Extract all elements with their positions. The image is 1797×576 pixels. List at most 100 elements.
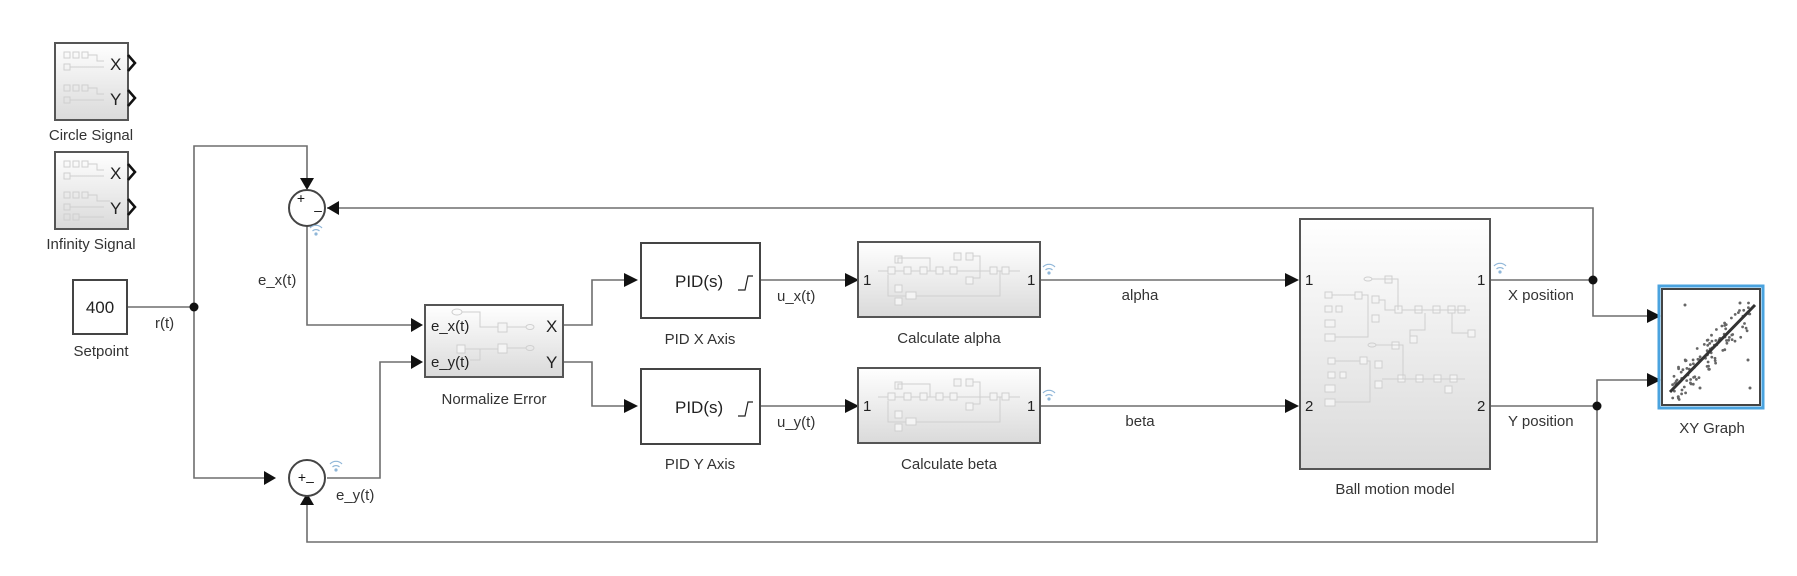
- wire-norm-x[interactable]: [563, 279, 626, 326]
- scatter-dot: [1677, 367, 1680, 371]
- scatter-dot: [1691, 382, 1695, 386]
- calculate-alpha-block[interactable]: 1 1 Calculate alpha: [857, 241, 1041, 347]
- signal-logging-icon[interactable]: [329, 460, 343, 472]
- signal-label-alpha[interactable]: alpha: [1122, 287, 1159, 304]
- setpoint-value: 400: [86, 298, 114, 317]
- wire-ypos-to-graph[interactable]: [1596, 379, 1650, 406]
- outport-y-icon[interactable]: [127, 198, 137, 216]
- port-label-x: X: [110, 55, 121, 74]
- setpoint-block[interactable]: 400 Setpoint: [72, 279, 129, 360]
- input-label-1: 1: [1305, 272, 1313, 289]
- wire-ypos-feedback[interactable]: [306, 406, 1598, 543]
- signal-logging-icon[interactable]: [1042, 263, 1056, 275]
- ball-motion-model-block[interactable]: 1 2 1 2 Ball motion model: [1299, 218, 1491, 498]
- scatter-dot: [1745, 329, 1749, 333]
- scatter-dot: [1707, 364, 1710, 368]
- outport-y-icon[interactable]: [127, 89, 137, 107]
- outport-label: 1: [1027, 272, 1035, 289]
- calculate-alpha-label: Calculate alpha: [897, 330, 1001, 347]
- arrow-norm-ex: [411, 318, 423, 332]
- scatter-dot: [1706, 343, 1710, 347]
- pid-x-block[interactable]: PID(s) PID X Axis: [640, 242, 761, 348]
- pid-y-label: PID Y Axis: [665, 456, 735, 473]
- signal-logging-icon[interactable]: [1493, 262, 1507, 274]
- scatter-dot: [1697, 376, 1701, 379]
- wire-ex[interactable]: [306, 225, 414, 326]
- scatter-dot: [1685, 379, 1689, 382]
- outport-x-icon[interactable]: [127, 163, 137, 181]
- pid-y-block[interactable]: PID(s) PID Y Axis: [640, 368, 761, 473]
- signal-label-beta[interactable]: beta: [1125, 413, 1155, 430]
- inport-label: 1: [863, 398, 871, 415]
- infinity-signal-block[interactable]: X Y Infinity Signal: [46, 151, 137, 253]
- xy-graph-scatter-icon: [1671, 301, 1752, 401]
- scatter-dot: [1671, 396, 1675, 400]
- signal-label-r[interactable]: r(t): [155, 315, 174, 332]
- scatter-dot: [1724, 323, 1728, 326]
- scatter-dot: [1672, 374, 1676, 378]
- scatter-dot: [1714, 361, 1717, 365]
- scatter-dot: [1680, 392, 1683, 396]
- inport-label: 1: [863, 272, 871, 289]
- scatter-dot: [1741, 325, 1744, 329]
- wire-r-to-sum-x[interactable]: [193, 145, 308, 307]
- signal-label-ey[interactable]: e_y(t): [336, 487, 374, 504]
- circle-signal-block[interactable]: X Y Circle Signal: [49, 42, 137, 144]
- selection-highlight: [1657, 284, 1765, 410]
- arrow-sum-x-right: [327, 201, 339, 215]
- output-label-2: 2: [1477, 398, 1485, 415]
- xy-graph-block[interactable]: XY Graph: [1657, 284, 1765, 437]
- scatter-dot: [1671, 383, 1674, 387]
- wire-r-to-sum-y[interactable]: [193, 307, 272, 479]
- scatter-dot: [1692, 376, 1695, 379]
- scatter-dot: [1737, 311, 1740, 314]
- scatter-dot: [1746, 358, 1750, 362]
- scatter-dot: [1739, 335, 1743, 339]
- scatter-dot: [1742, 308, 1746, 312]
- scatter-dot: [1673, 389, 1676, 393]
- signal-label-ex[interactable]: e_x(t): [258, 272, 296, 289]
- scatter-dot: [1684, 391, 1687, 395]
- scatter-dot: [1679, 370, 1683, 374]
- normalize-error-block[interactable]: e_x(t) e_y(t) X Y Normalize Error: [424, 304, 564, 408]
- scatter-dot: [1708, 367, 1711, 371]
- arrow-calc-alpha: [845, 273, 859, 287]
- junction-ypos: [1592, 401, 1602, 411]
- subsystem-preview-icon: [878, 252, 1020, 306]
- arrow-pid-y: [624, 399, 638, 413]
- sum-y-block[interactable]: + –: [288, 459, 326, 497]
- signal-label-ux[interactable]: u_x(t): [777, 288, 815, 305]
- calculate-beta-block[interactable]: 1 1 Calculate beta: [857, 367, 1041, 473]
- scatter-dot: [1743, 322, 1746, 325]
- xy-graph-label: XY Graph: [1679, 420, 1745, 437]
- outport-x-icon[interactable]: [127, 54, 137, 72]
- wire-xpos-feedback[interactable]: [327, 207, 1594, 280]
- signal-logging-icon[interactable]: [309, 224, 323, 236]
- calculate-beta-label: Calculate beta: [901, 456, 998, 473]
- signal-label-xpos[interactable]: X position: [1508, 287, 1574, 304]
- wire-xpos-to-graph[interactable]: [1592, 280, 1650, 317]
- setpoint-label: Setpoint: [73, 343, 129, 360]
- signal-logging-icon[interactable]: [1042, 389, 1056, 401]
- arrow-sum-x-top: [300, 178, 314, 190]
- scatter-dot: [1721, 349, 1725, 352]
- scatter-dot: [1728, 336, 1731, 339]
- sum-y-sign-plus: +: [298, 469, 306, 485]
- output-label-y: Y: [546, 353, 557, 372]
- scatter-dot: [1698, 386, 1702, 390]
- arrow-sum-y-left: [264, 471, 276, 485]
- arrow-calc-beta: [845, 399, 859, 413]
- arrow-ball-1: [1285, 273, 1299, 287]
- scatter-dot: [1681, 368, 1685, 372]
- output-label-1: 1: [1477, 272, 1485, 289]
- subsystem-preview-icon: [1324, 275, 1476, 407]
- scatter-dot: [1713, 359, 1717, 362]
- sum-x-block[interactable]: + –: [288, 189, 326, 227]
- signal-label-ypos[interactable]: Y position: [1508, 413, 1574, 430]
- signal-label-uy[interactable]: u_y(t): [777, 414, 815, 431]
- wire-ey[interactable]: [327, 361, 414, 479]
- wire-norm-y[interactable]: [563, 361, 626, 407]
- scatter-dot: [1710, 339, 1714, 343]
- arrow-graph-x: [1647, 309, 1661, 323]
